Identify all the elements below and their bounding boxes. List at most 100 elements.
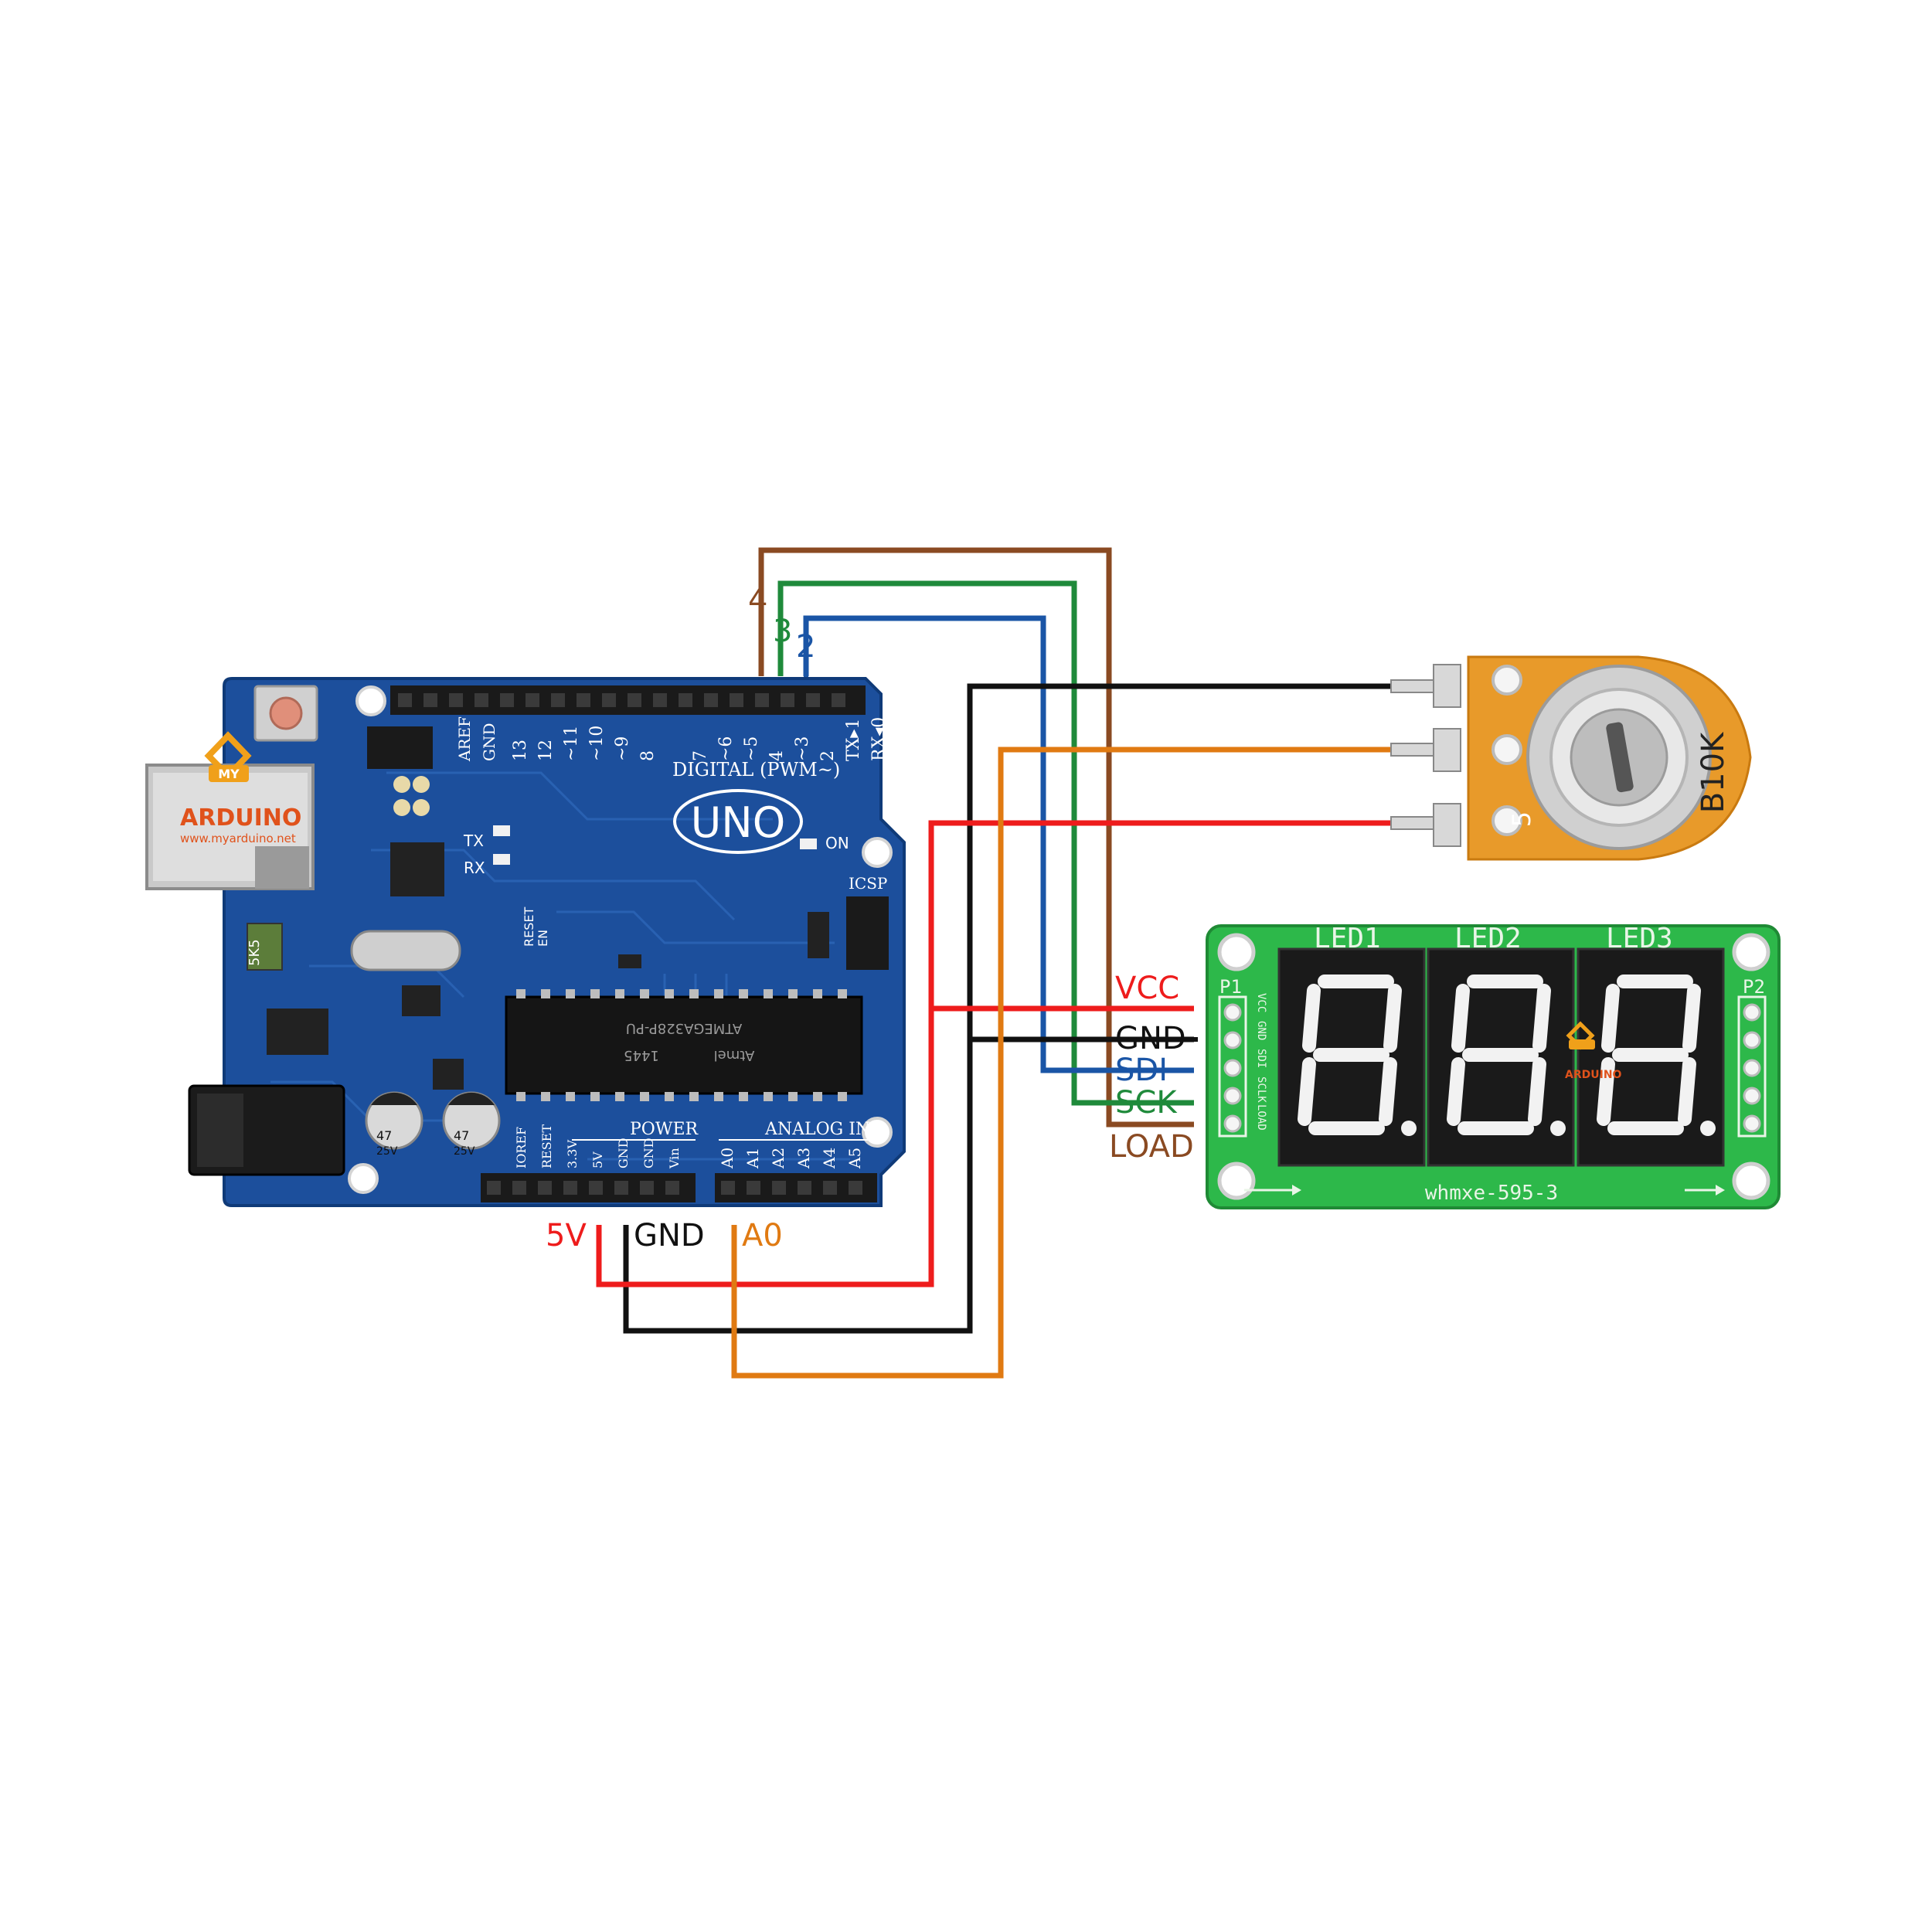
power-pin-label: GND — [641, 1138, 656, 1168]
power-pin-label: 3.3V — [565, 1140, 580, 1168]
power-pin-label: GND — [616, 1138, 631, 1168]
power-pin-label: Vin — [667, 1148, 682, 1169]
digital-pin-label: ~3 — [793, 736, 812, 761]
display-pin-label: SDI — [1255, 1049, 1267, 1068]
mount-hole — [1732, 1162, 1770, 1200]
label-pin4: 4 — [748, 583, 767, 618]
wire-sck — [777, 580, 1194, 1106]
digital-pin-label: 4 — [767, 750, 787, 761]
fuse — [247, 923, 283, 971]
wire-load — [758, 547, 1194, 1128]
capacitor — [365, 1091, 423, 1150]
digital-pin-label: 7 — [691, 750, 710, 761]
usb-chip — [390, 842, 444, 896]
display-input-pin[interactable] — [1223, 1087, 1242, 1105]
analog-pin-label: A1 — [743, 1148, 762, 1169]
display-output-pin[interactable] — [1743, 1114, 1761, 1133]
capacitor-voltage: 25V — [454, 1145, 475, 1158]
reset-label: RESET — [522, 907, 536, 947]
display-input-pin[interactable] — [1223, 1059, 1242, 1077]
digital-pin-label: ~10 — [587, 726, 607, 761]
seven-segment-digit — [1277, 947, 1426, 1167]
seven-segment-digit — [1577, 947, 1725, 1167]
analog-pin-label: A5 — [845, 1148, 864, 1169]
mount-hole — [348, 1163, 379, 1194]
analog-pin-label: A2 — [769, 1148, 787, 1169]
logo-arduino-small: ARDUINO — [1565, 1069, 1622, 1081]
label-sck: SCK — [1115, 1085, 1178, 1121]
mount-hole — [862, 837, 893, 868]
on-label: ON — [825, 834, 849, 852]
pot-marking: B10K — [1696, 731, 1731, 813]
mount-hole — [355, 685, 386, 716]
logo-url: www.myarduino.net — [180, 832, 296, 845]
logo-arduino: ARDUINO — [180, 804, 301, 832]
display-input-pin[interactable] — [1223, 1003, 1242, 1022]
regulator-chip — [402, 985, 440, 1016]
reset-button[interactable] — [269, 696, 303, 730]
mount-hole — [1217, 1162, 1256, 1200]
digital-pin-label: TX▸1 — [844, 719, 863, 761]
label-gnd-display: GND — [1115, 1021, 1186, 1056]
analog-pin-label: A4 — [820, 1148, 838, 1169]
uno-logo: UNO — [691, 798, 785, 847]
myarduino-logo-small: ARDUINO — [1565, 1021, 1622, 1081]
display-input-pin[interactable] — [1223, 1114, 1242, 1133]
power-pin-label: RESET — [539, 1124, 554, 1168]
tx-label: TX — [463, 832, 484, 850]
crystal — [350, 930, 461, 971]
gnd-header-label: GND — [480, 723, 498, 761]
atmega328p-chip — [505, 995, 863, 1095]
label-sdi: SDI — [1115, 1053, 1168, 1088]
display-output-pin[interactable] — [1743, 1087, 1761, 1105]
display-output-pin[interactable] — [1743, 1031, 1761, 1049]
analog-pin-label: A3 — [794, 1148, 813, 1169]
display-input-pin[interactable] — [1223, 1031, 1242, 1049]
voltage-regulator — [267, 1009, 328, 1055]
label-pin2: 2 — [796, 629, 815, 665]
potentiometer-b10k: B10K 5 — [1390, 655, 1752, 861]
mount-hole — [1732, 933, 1770, 971]
chip-date-code: 1445 — [624, 1047, 659, 1063]
wire-vcc — [596, 820, 1391, 1287]
display-pin-label: LOAD — [1255, 1104, 1267, 1131]
wire-sdi — [803, 615, 1194, 1073]
capacitor-voltage: 25V — [376, 1145, 398, 1158]
capacitor-value: 47 — [376, 1128, 392, 1143]
analog-in-label: ANALOG IN — [764, 1120, 870, 1139]
label-vcc: VCC — [1115, 971, 1179, 1006]
aref-label: AREF — [455, 716, 474, 762]
fuse-label: 5K5 — [247, 939, 263, 966]
label-pin3: 3 — [773, 614, 792, 649]
digital-pin-label: 2 — [818, 750, 838, 761]
p2-label: P2 — [1743, 976, 1765, 998]
display-output-pin[interactable] — [1743, 1003, 1761, 1022]
icsp-header-usb[interactable] — [367, 726, 433, 769]
icsp-header[interactable] — [846, 896, 889, 970]
rx-label: RX — [464, 859, 485, 877]
digital-pin-label: 13 — [511, 740, 530, 761]
wire-gnd — [623, 683, 1391, 1334]
display-output-pin[interactable] — [1743, 1059, 1761, 1077]
label-gnd-arduino: GND — [634, 1218, 705, 1253]
p1-label: P1 — [1219, 976, 1242, 998]
digital-pin-label: 12 — [536, 740, 556, 761]
arduino-uno-board: ICSP 5K5 TX RX ON 47 2 — [145, 677, 906, 1207]
wire-a0 — [731, 747, 1391, 1379]
en-label: EN — [536, 930, 550, 947]
mount-hole — [1217, 933, 1256, 971]
power-pin-label: 5V — [590, 1151, 605, 1168]
display-pin-label: GND — [1255, 1021, 1267, 1040]
label-load: LOAD — [1109, 1129, 1194, 1165]
capacitor — [442, 1091, 501, 1150]
pot-shaft-slot — [1606, 722, 1634, 793]
uno-logo-ring — [673, 789, 803, 854]
chip-brand: Atmel — [714, 1047, 755, 1063]
digital-header-label: DIGITAL (PWM~) — [672, 759, 840, 781]
logo-my: MY — [218, 767, 240, 781]
display-model: whmxe-595-3 — [1425, 1182, 1558, 1205]
display-pin-label: VCC — [1255, 993, 1267, 1012]
digital-pin-label: 8 — [638, 750, 658, 761]
power-label: POWER — [630, 1120, 699, 1139]
